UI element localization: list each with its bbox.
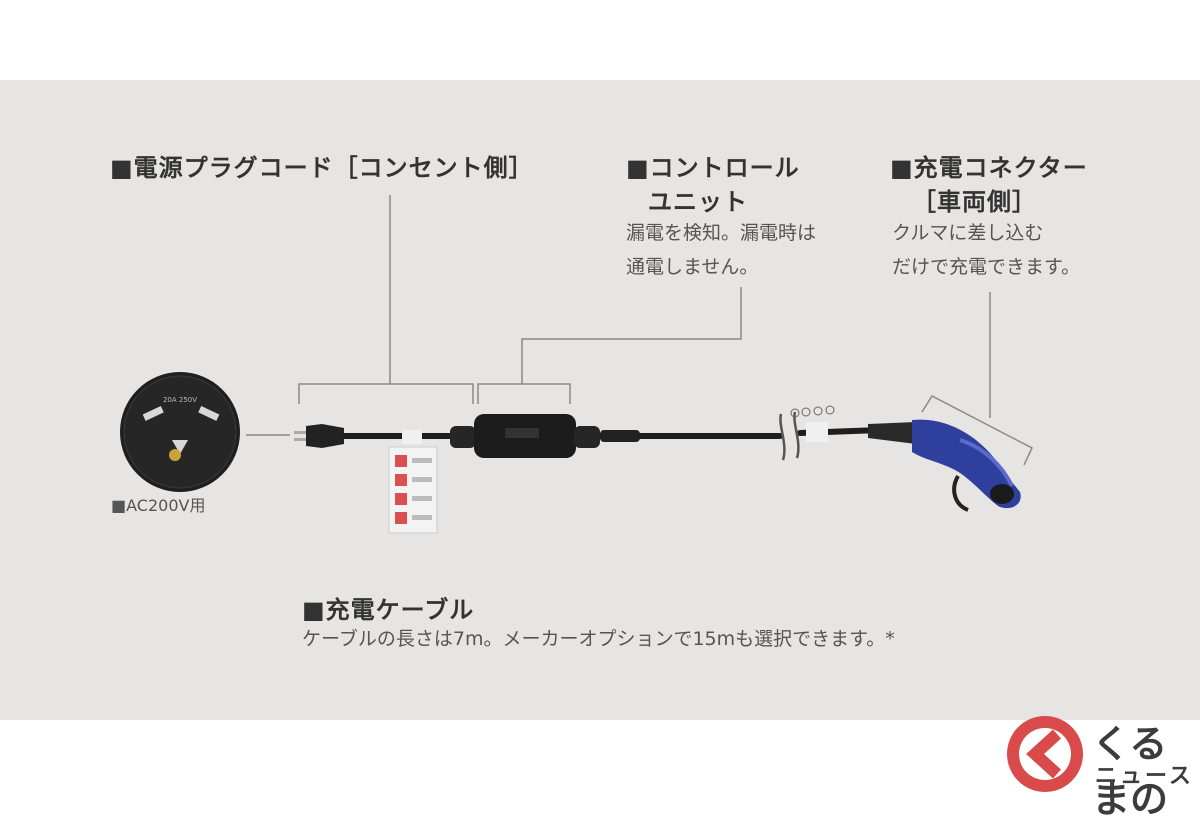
cable-desc: ケーブルの長さは7m。メーカーオプションで15mも選択できます。* <box>302 628 895 650</box>
control-unit-box <box>450 414 640 458</box>
plug-cord-title: ■電源プラグコード［コンセント側］ <box>110 154 534 182</box>
connector-title-line2: ［車両側］ <box>912 188 1037 216</box>
cable-diagram: 20A 250V <box>120 195 1033 534</box>
connector-desc-line2: だけで充電できます。 <box>892 256 1081 278</box>
outlet-rating: 20A 250V <box>163 396 197 404</box>
leader-lines <box>246 195 1033 466</box>
cable-title: ■充電ケーブル <box>302 596 475 624</box>
control-unit-desc-line2: 通電しません。 <box>626 256 759 278</box>
control-unit-title-line2: ユニット <box>648 188 748 216</box>
connector-leader <box>921 292 1033 466</box>
connector-title-line1: ■充電コネクター <box>890 154 1088 182</box>
cable-tag <box>388 430 438 534</box>
cable-break-mark <box>779 411 800 461</box>
site-logo <box>1007 716 1083 792</box>
charging-connector <box>868 419 1021 512</box>
plug <box>294 424 344 448</box>
outlet-caption: ■AC200V用 <box>111 496 206 515</box>
connector-tag <box>790 405 835 442</box>
outlet-socket: 20A 250V <box>120 372 240 492</box>
control-unit-desc-line1: 漏電を検知。漏電時は <box>626 222 817 244</box>
control-unit-title-line1: ■コントロール <box>626 154 800 182</box>
connector-desc-line1: クルマに差し込む <box>892 222 1044 244</box>
plug-cord-leader <box>298 195 474 404</box>
control-unit-leader <box>477 287 742 404</box>
logo-text-bottom: ニュース <box>1095 764 1194 789</box>
